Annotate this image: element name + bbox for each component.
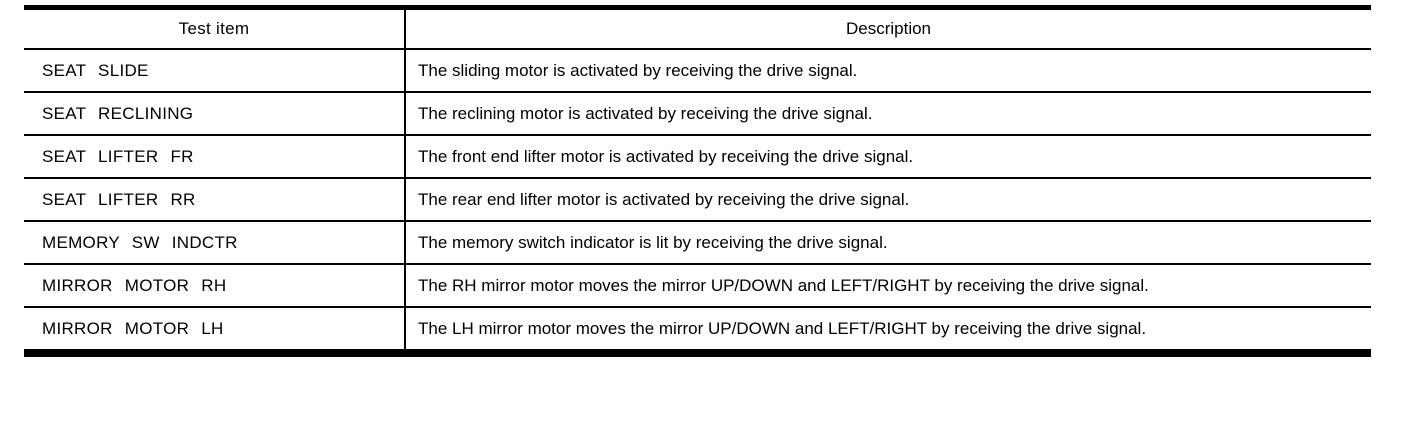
table-row: MIRROR MOTOR LH The LH mirror motor moves… xyxy=(24,308,1371,349)
description-cell: The rear end lifter motor is activated b… xyxy=(404,179,1371,220)
description-text: The memory switch indicator is lit by re… xyxy=(418,233,888,252)
description-cell: The memory switch indicator is lit by re… xyxy=(404,222,1371,263)
table-row: SEAT LIFTER RR The rear end lifter motor … xyxy=(24,179,1371,222)
test-item-cell: SEAT RECLINING xyxy=(42,103,194,123)
table-header-row: Test item Description xyxy=(24,10,1371,50)
description-cell: The RH mirror motor moves the mirror UP/… xyxy=(404,265,1371,306)
column-header-description: Description xyxy=(404,10,1371,48)
table-row: MIRROR MOTOR RH The RH mirror motor moves… xyxy=(24,265,1371,308)
description-cell: The LH mirror motor moves the mirror UP/… xyxy=(404,308,1371,349)
test-item-cell: MIRROR MOTOR LH xyxy=(42,318,224,338)
description-text: The sliding motor is activated by receiv… xyxy=(418,61,858,80)
column-header-test-item: Test item xyxy=(178,19,250,38)
description-cell: The front end lifter motor is activated … xyxy=(404,136,1371,177)
description-text: The rear end lifter motor is activated b… xyxy=(418,190,910,209)
description-text: The LH mirror motor moves the mirror UP/… xyxy=(418,319,1147,338)
test-item-table: Test item Description SEAT SLIDE The slid… xyxy=(24,5,1371,357)
test-item-cell: MIRROR MOTOR RH xyxy=(42,275,227,295)
table-row: MEMORY SW INDCTR The memory switch indica… xyxy=(24,222,1371,265)
description-cell: The reclining motor is activated by rece… xyxy=(404,93,1371,134)
description-text: The front end lifter motor is activated … xyxy=(418,147,914,166)
test-item-cell: SEAT LIFTER FR xyxy=(42,146,194,166)
table-row: SEAT SLIDE The sliding motor is activated… xyxy=(24,50,1371,93)
test-item-cell: SEAT LIFTER RR xyxy=(42,189,196,209)
table-row: SEAT LIFTER FR The front end lifter motor… xyxy=(24,136,1371,179)
description-text: The reclining motor is activated by rece… xyxy=(418,104,873,123)
test-item-cell: MEMORY SW INDCTR xyxy=(42,232,238,252)
test-item-cell: SEAT SLIDE xyxy=(42,60,149,80)
description-text: The RH mirror motor moves the mirror UP/… xyxy=(418,276,1149,295)
description-cell: The sliding motor is activated by receiv… xyxy=(404,50,1371,91)
table-row: SEAT RECLINING The reclining motor is act… xyxy=(24,93,1371,136)
